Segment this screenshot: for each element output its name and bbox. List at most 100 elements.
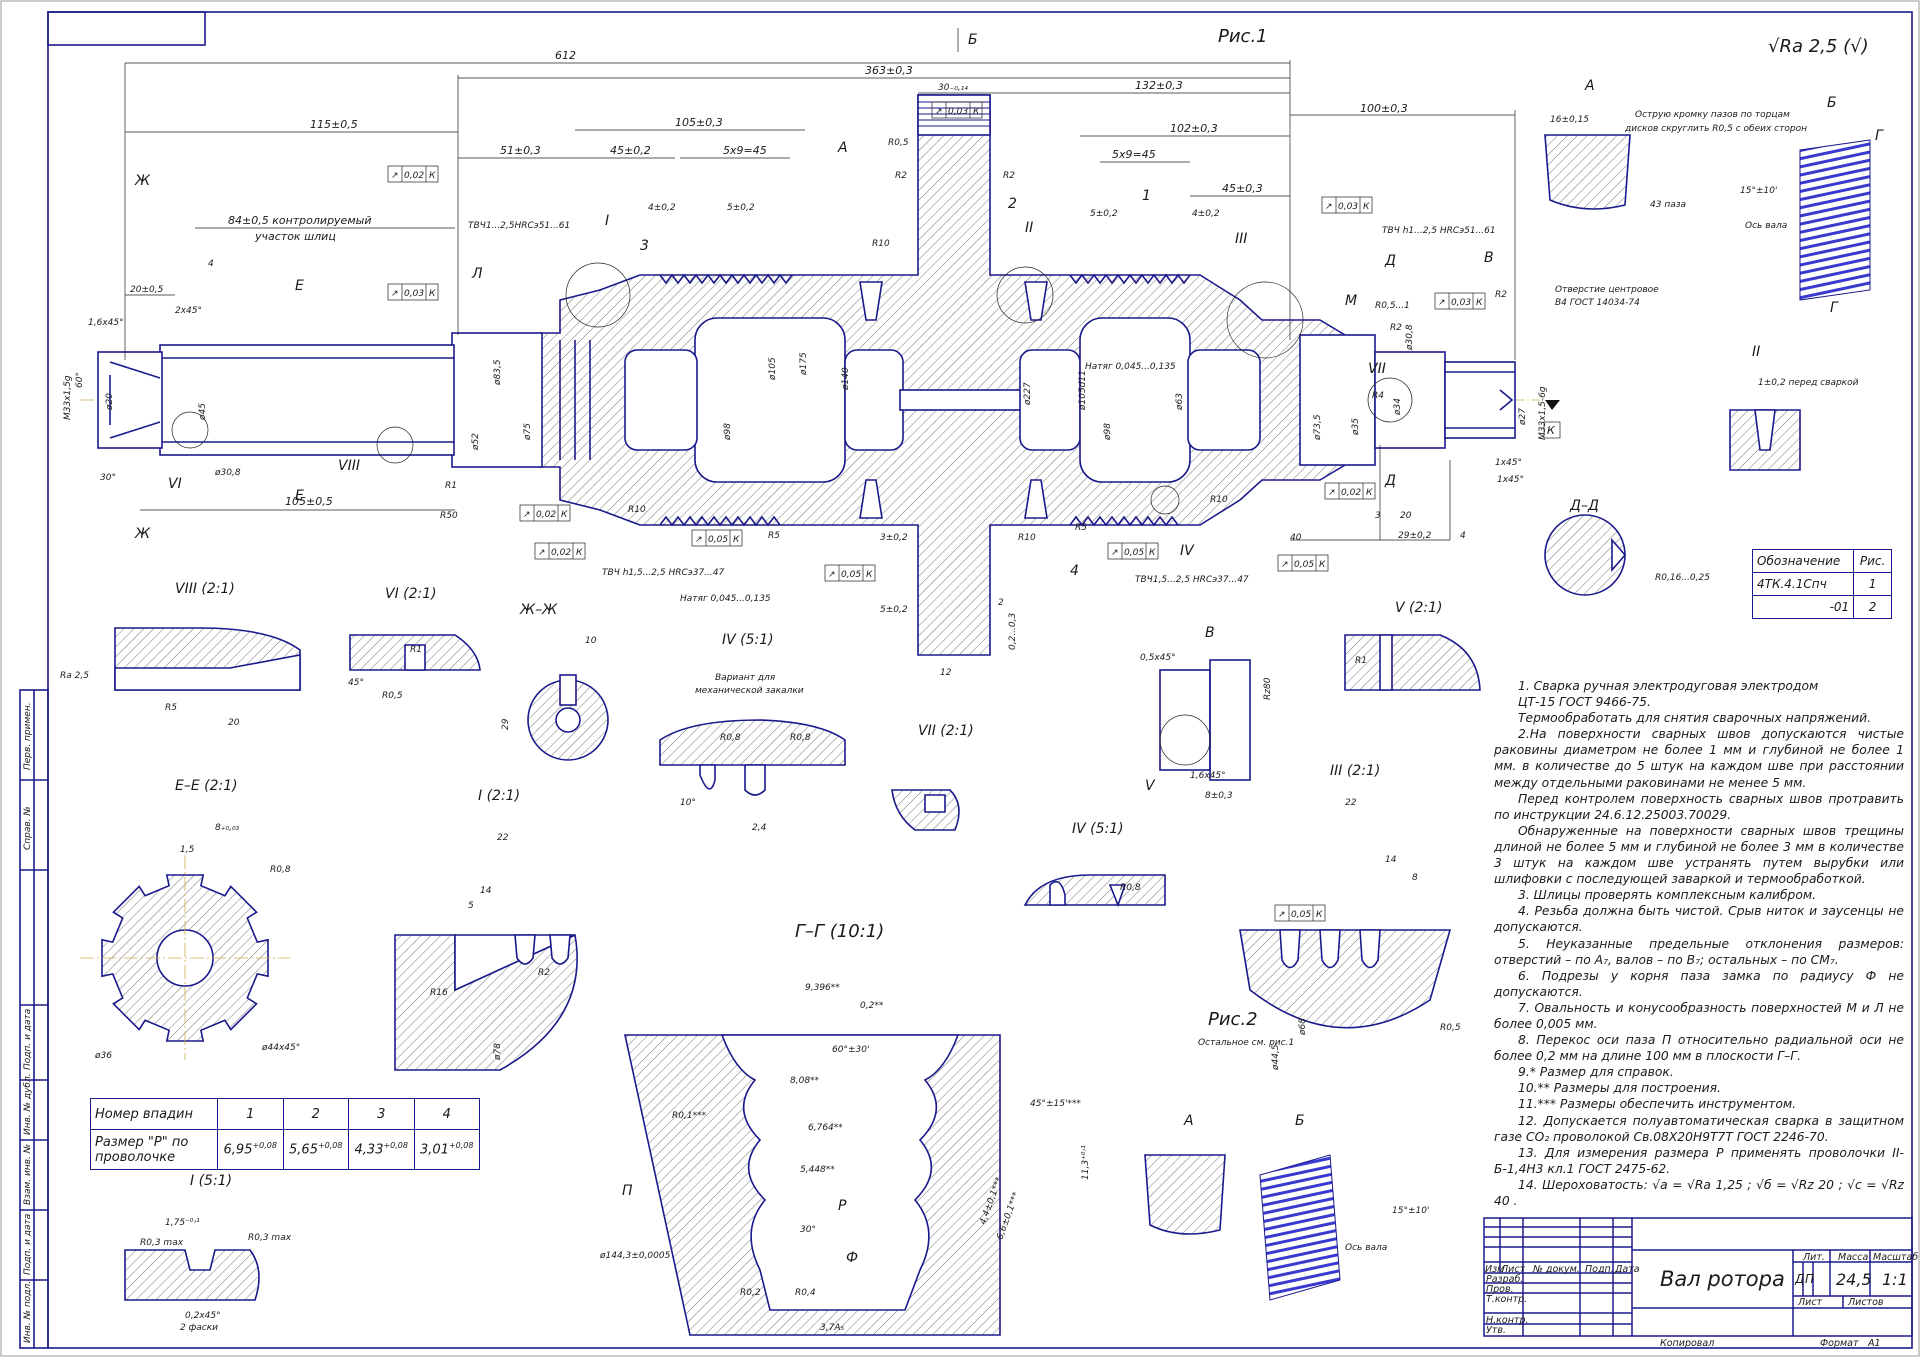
tolerance-value: 0,03 [948, 107, 968, 117]
dimension-label: R2 [1390, 323, 1402, 333]
dimension-label: R0,8 [720, 733, 741, 743]
dimension-label: ø98 [1103, 423, 1113, 441]
dimension-label: R0,3 max [140, 1238, 184, 1248]
dimension-label: ø144,3±0,0005 [599, 1251, 671, 1261]
dimension-label: R0,4 [795, 1288, 816, 1298]
dimension-label: R1 [1355, 656, 1367, 666]
view-title: V (2:1) [1395, 600, 1442, 616]
callout-label: II [1025, 220, 1033, 236]
tolerance-value: 0,03 [1451, 298, 1471, 308]
note-line: 5. Неуказанные предельные отклонения раз… [1494, 936, 1904, 967]
view-title: IV (5:1) [1072, 821, 1124, 837]
view-title: А [1584, 78, 1595, 94]
dimension-label: 4±0,2 [648, 203, 676, 213]
detail-view-i: I (2:1) 22 14 5 R2 R16 ø78 [394, 788, 578, 1071]
scale-value: 1:1 [1882, 1270, 1908, 1289]
stamp-label: Инв. № подл. [23, 1281, 33, 1343]
view-title: VIII (2:1) [175, 581, 235, 597]
dimension-label: 4 [208, 259, 214, 269]
view-title: II [1752, 344, 1760, 360]
dimension-label: ø34 [1393, 398, 1403, 416]
callout-label: 3 [640, 238, 649, 254]
section-mark: Г [1875, 128, 1884, 144]
dimension-label: 105±0,3 [675, 116, 723, 129]
dimension-label: 1,5 [180, 845, 195, 855]
dimension-label: ø44,5 [1271, 1044, 1281, 1071]
dimension-label: 1,75⁻⁰˒¹ [165, 1218, 200, 1228]
dimension-label: R5 [165, 703, 177, 713]
dimension-label: R2 [1003, 171, 1015, 181]
figure-title: Рис.1 [1218, 26, 1268, 47]
dimension-label: 11,3⁺⁰˒¹ [1081, 1145, 1091, 1180]
dimension-label: R10 [628, 505, 646, 515]
dimension-label: 2х45° [175, 306, 202, 316]
dimension-label: 5х9=45 [723, 144, 767, 157]
dimension-label: ø44х45° [261, 1043, 300, 1053]
datum-ref: К [1366, 488, 1373, 498]
dimension-label: R10 [872, 239, 890, 249]
dimension-label: 100±0,3 [1360, 102, 1408, 115]
dimension-label: 12 [940, 668, 952, 678]
dimension-label: 60°±30' [832, 1045, 869, 1055]
dimension-label: ТВЧ1...2,5HRCэ51...61 [468, 221, 570, 231]
svg-text:↗: ↗ [1438, 298, 1446, 308]
figure-2: Рис.2 Остальное см. рис.1 А Б 15°±10' Ос… [1144, 1009, 1429, 1301]
letter-value: П [1805, 1272, 1815, 1286]
dimension-label: 4±0,2 [1192, 209, 1220, 219]
dimension-label: 20 [1400, 511, 1412, 521]
dimension-label: 1х45° [1495, 458, 1522, 468]
margin-stamps: Перв. примен. Справ. № Подп. и дата Инв.… [23, 702, 33, 1343]
section-e-e: Е–Е (2:1) 8₊₀,₀₃ 1,5 ø36 ø44х45° R0,8 [80, 778, 300, 1061]
dimension-label: ø52 [471, 433, 481, 451]
view-title: Е–Е (2:1) [175, 778, 238, 794]
datum-ref: К [429, 171, 436, 181]
detail-view-ii: II 1±0,2 перед сваркой [1729, 344, 1859, 471]
dimension-label: 3±0,2 [880, 533, 908, 543]
dimension-label: В4 ГОСТ 14034-74 [1555, 298, 1640, 308]
column-label: Листов [1848, 1297, 1884, 1308]
dimension-label: ТВЧ h1...2,5 HRCэ51...61 [1382, 226, 1496, 236]
view-note: Вариант для [715, 673, 776, 683]
dimension-label: R5 [768, 531, 780, 541]
view-title: Ж–Ж [519, 602, 558, 618]
table-cell: 4 [413, 1098, 480, 1130]
callout-label: 1 [1142, 188, 1151, 204]
dimension-label: R0,8 [270, 865, 291, 875]
dimension-label: ø140 [841, 367, 851, 391]
stamp-label: Перв. примен. [23, 702, 33, 770]
surface-mark: М [1345, 293, 1357, 309]
datum-ref: К [1363, 202, 1370, 212]
tolerance-value: 0,05 [1124, 548, 1144, 558]
section-mark: Е [295, 278, 304, 294]
tolerance-value: 0,05 [1291, 910, 1311, 920]
table-cell: -01 [1751, 595, 1855, 619]
dimension-label: ø27 [1518, 408, 1528, 426]
dimension-label: 30° [800, 1225, 816, 1235]
dimension-label: R10 [1018, 533, 1036, 543]
table-header: Размер "Р" по проволочке [90, 1129, 218, 1170]
dimension-label: 5 [468, 901, 474, 911]
letter-value: Д [1795, 1272, 1805, 1286]
svg-text:↗: ↗ [391, 171, 399, 181]
datum-mark: К [1547, 424, 1556, 437]
axis-label: Ось вала [1345, 1243, 1387, 1253]
detail-view-v: V (2:1) R1 [1344, 600, 1481, 691]
view-title: Б [1827, 95, 1837, 111]
column-label: Дата [1615, 1264, 1640, 1275]
part-name: Вал ротора [1660, 1267, 1785, 1291]
dimension-label: ø73,5 [1313, 414, 1323, 441]
dimension-label: R0,5 [888, 138, 909, 148]
note-line: ЦТ-15 ГОСТ 9466-75. [1518, 695, 1651, 710]
note-line: 11.*** Размеры обеспечить инструментом. [1518, 1097, 1797, 1112]
dimension-label: Отверстие центровое [1555, 285, 1659, 295]
datum-ref: К [561, 510, 568, 520]
dimension-label: 8,08** [790, 1076, 820, 1086]
callout-label: VIII [338, 458, 360, 474]
detail-view-viii: VIII (2:1) Ra 2,5 R5 20 [60, 581, 301, 728]
stamp-label: Справ. № [23, 806, 33, 850]
copied-label: Копировал [1660, 1338, 1715, 1349]
tolerance-value: 0,02 [551, 548, 571, 558]
row-label: Н.контр. [1486, 1315, 1529, 1326]
